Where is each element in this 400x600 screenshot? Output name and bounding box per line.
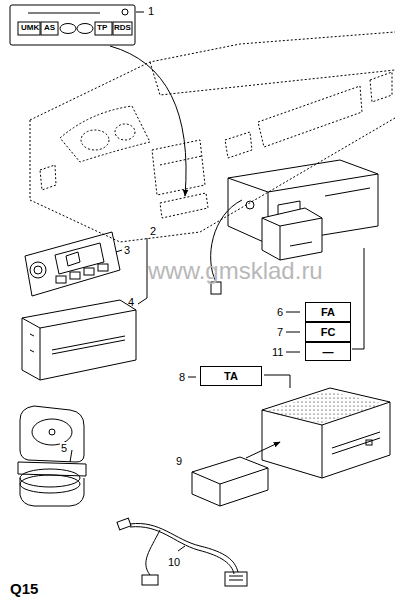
callout-number: 3 bbox=[124, 244, 130, 256]
cd-case bbox=[18, 406, 86, 506]
callout-number: 6 bbox=[277, 306, 283, 318]
dashboard bbox=[30, 32, 395, 242]
leader-line bbox=[138, 238, 147, 304]
box-text: TA bbox=[224, 370, 238, 382]
radio-front-panel bbox=[25, 232, 120, 296]
disc-magazine bbox=[192, 457, 268, 506]
box-text: — bbox=[323, 346, 334, 358]
box-text: FA bbox=[321, 306, 335, 318]
callout-number: 5 bbox=[60, 442, 68, 454]
cd-magazine bbox=[262, 208, 322, 260]
leader-line bbox=[188, 377, 196, 378]
leader-line bbox=[286, 312, 300, 352]
callout-number: 7 bbox=[277, 326, 283, 338]
figure-code: Q15 bbox=[10, 580, 38, 597]
leader-line bbox=[116, 250, 122, 252]
code-box: FA bbox=[305, 302, 351, 322]
button-label: RDS bbox=[114, 23, 131, 33]
button-label: TP bbox=[97, 23, 107, 33]
leader-line bbox=[352, 248, 364, 349]
watermark: www.gmsklad.ru bbox=[148, 258, 323, 284]
button-label: AS bbox=[44, 23, 55, 33]
insert-arrow bbox=[246, 442, 280, 458]
leader-line bbox=[264, 375, 290, 388]
code-box: TA bbox=[200, 366, 262, 386]
box-text: FC bbox=[321, 326, 336, 338]
code-box: FC bbox=[305, 322, 351, 342]
code-box: — bbox=[305, 342, 351, 361]
callout-number: 9 bbox=[176, 455, 182, 467]
callout-number: 4 bbox=[128, 296, 134, 308]
radio-chassis bbox=[22, 300, 136, 380]
cd-player-unit bbox=[262, 388, 390, 478]
callout-number: 11 bbox=[272, 346, 283, 358]
button-label: UMK bbox=[21, 23, 39, 33]
location-arrow bbox=[110, 46, 186, 196]
radio-inset bbox=[10, 5, 144, 45]
callout-number: 8 bbox=[179, 371, 185, 383]
callout-number: 2 bbox=[150, 225, 156, 237]
wiring-harness bbox=[117, 518, 247, 586]
callout-number: 1 bbox=[148, 5, 154, 17]
callout-number: 10 bbox=[168, 556, 180, 568]
